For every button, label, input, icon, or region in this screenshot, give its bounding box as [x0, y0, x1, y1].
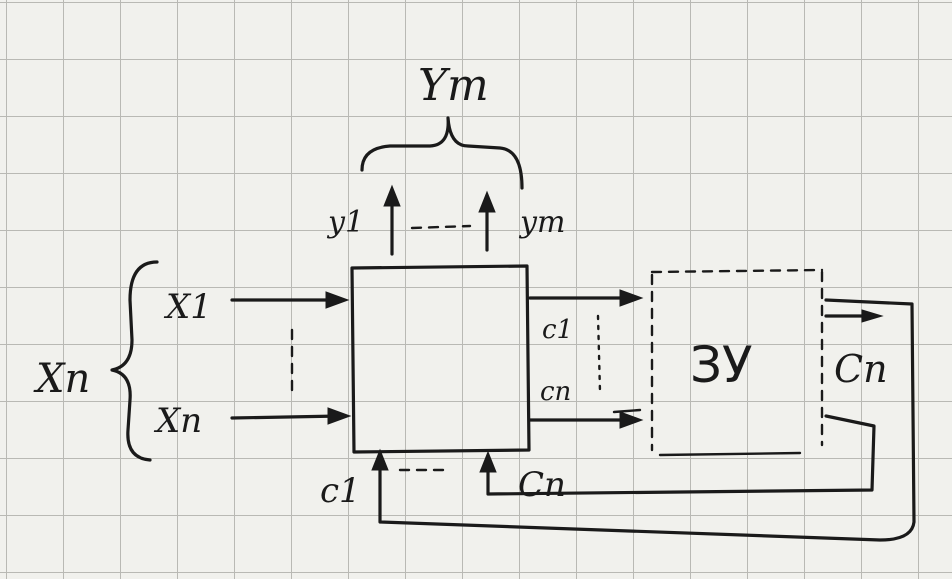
label-c-in-first: c1: [320, 471, 361, 511]
feedback-arrowhead-c1: [371, 448, 389, 471]
output-brace: [360, 116, 524, 190]
feedback-arrowhead-cn: [479, 450, 497, 473]
memory-block-bottom-edge: [658, 451, 802, 457]
memory-output-arrowhead: [861, 309, 884, 323]
feedback-loop-outer: [378, 298, 916, 542]
label-x-last: Xn: [153, 401, 202, 441]
label-memory-block: ЗУ: [690, 336, 753, 394]
input-arrowhead-x1: [325, 291, 350, 309]
output-arrowhead-ym: [478, 190, 496, 213]
output-dots: [410, 224, 472, 230]
label-y-group: Ym: [418, 60, 489, 111]
input-arrow-xn: [230, 414, 342, 420]
output-arrowhead-y1: [383, 184, 401, 207]
label-x-group: Xn: [33, 356, 90, 402]
memory-block-top-edge: [650, 268, 824, 274]
state-dots: [596, 314, 602, 394]
feedback-loop-inner: [486, 414, 876, 496]
state-arrow-cn-extra: [612, 408, 642, 414]
label-y-first: y1: [326, 205, 364, 240]
state-arrowhead-cn: [619, 411, 644, 429]
logic-block: [350, 264, 531, 454]
label-memory-out: Cn: [834, 347, 888, 391]
label-c-out-first: c1: [542, 315, 573, 345]
input-arrowhead-xn: [327, 407, 352, 425]
label-y-last: ym: [518, 205, 565, 240]
input-brace: [110, 260, 159, 462]
state-arrowhead-c1: [619, 289, 644, 307]
label-c-in-last: Cn: [518, 465, 566, 505]
label-x-first: X1: [163, 287, 212, 327]
label-c-out-last: cn: [540, 377, 571, 407]
